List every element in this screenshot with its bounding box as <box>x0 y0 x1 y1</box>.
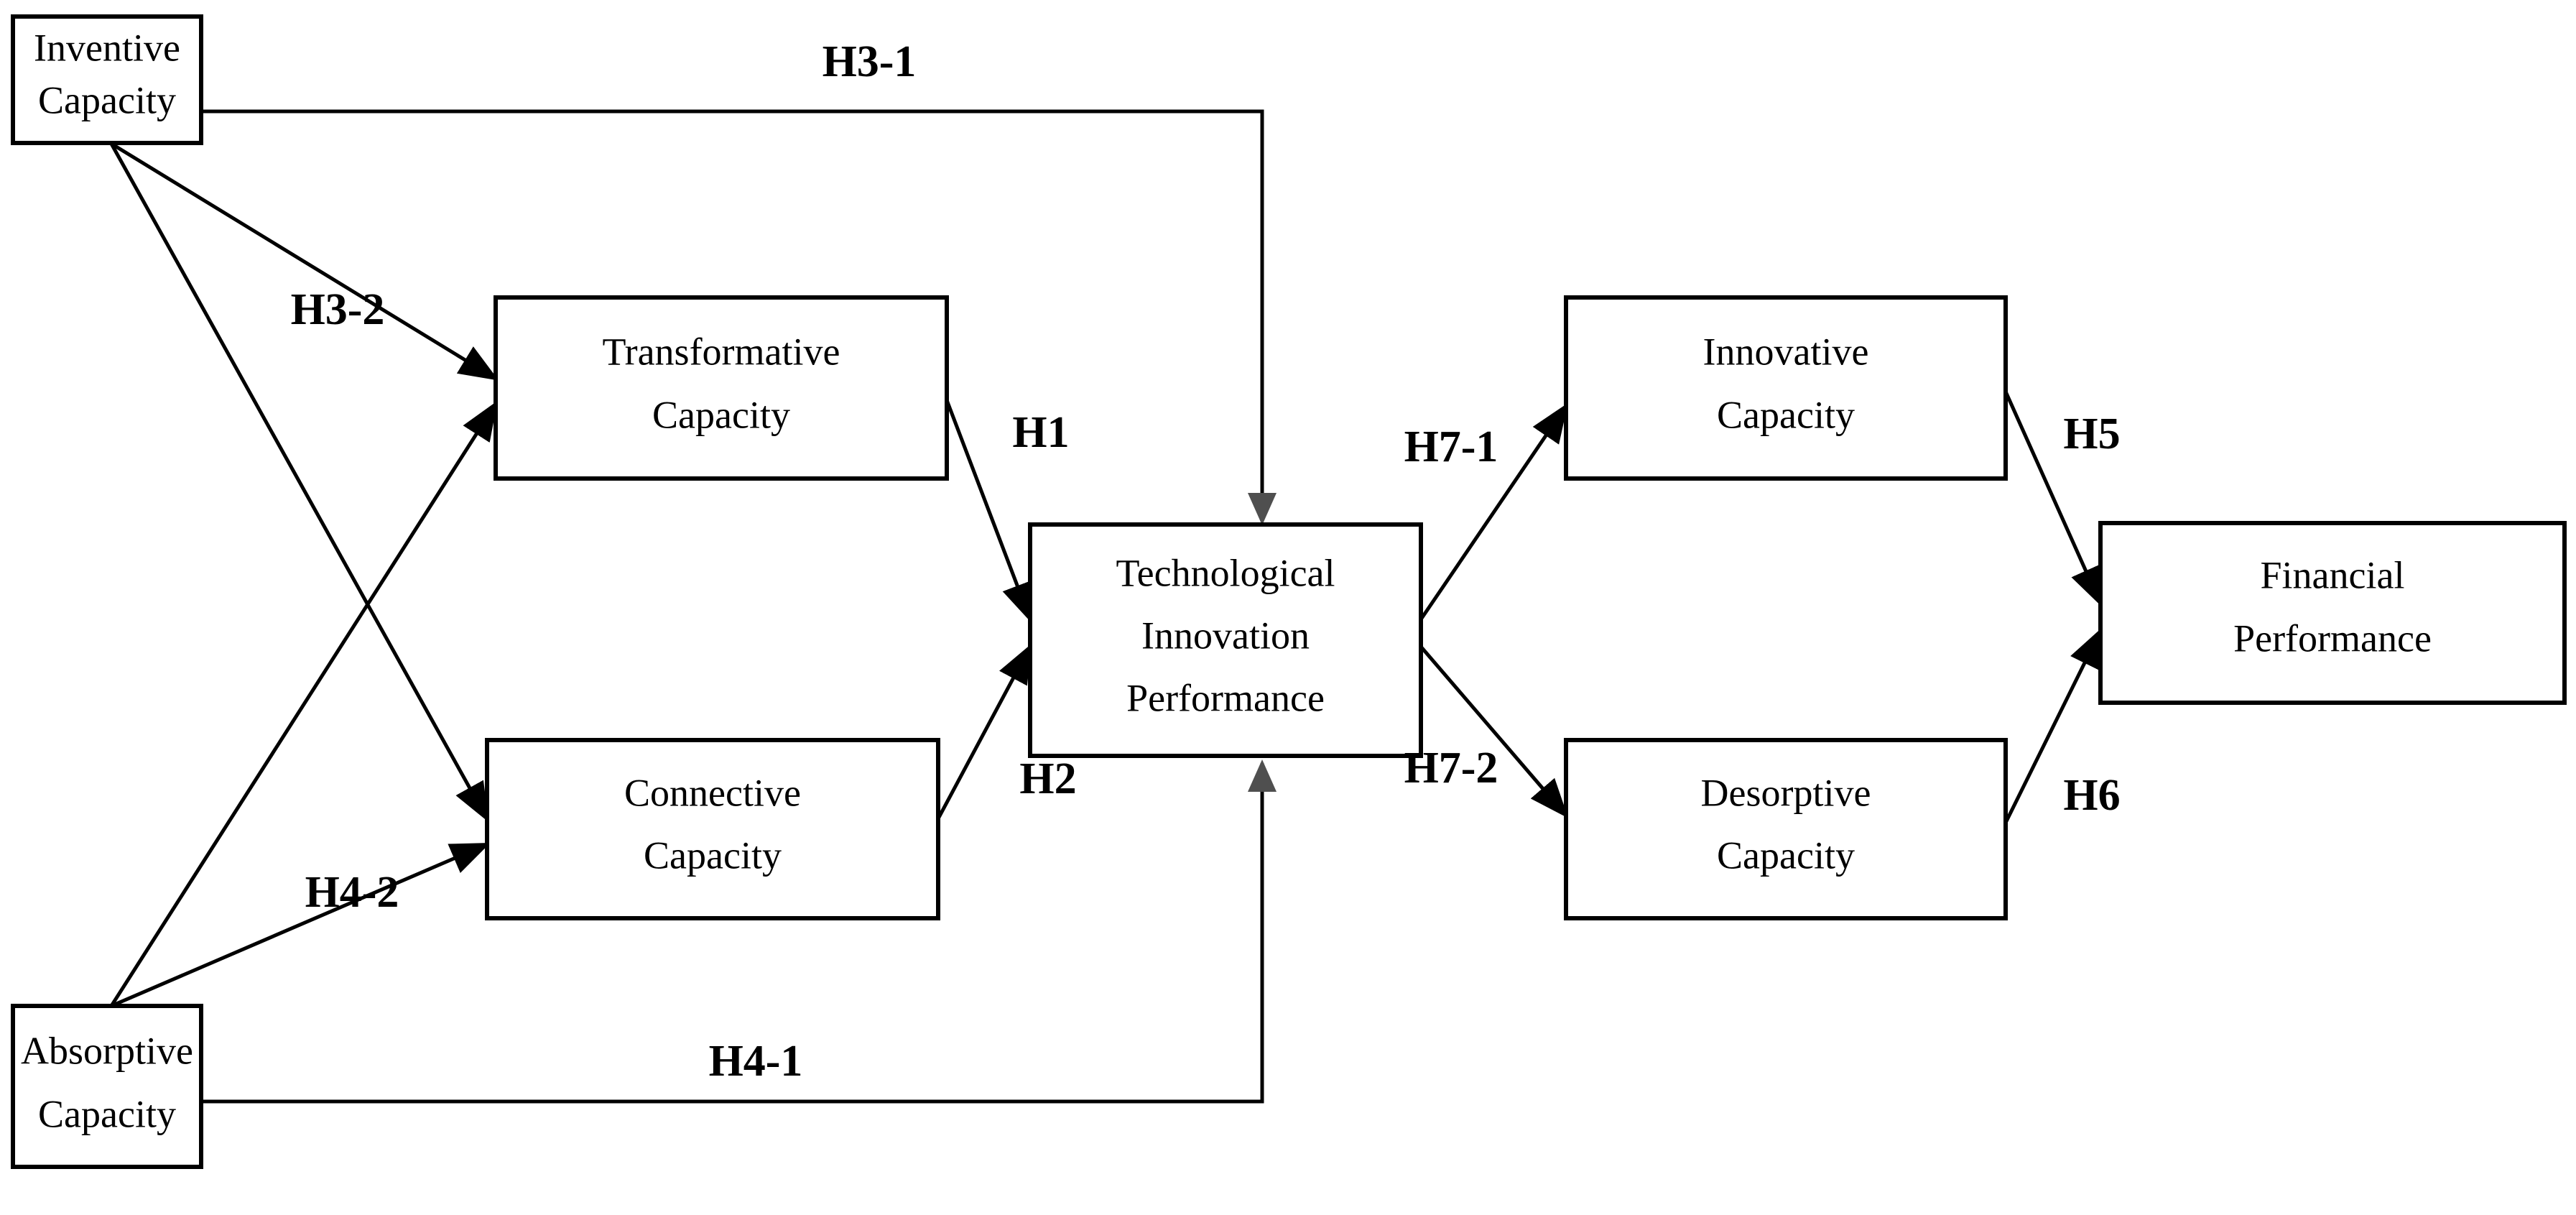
label-h3-2: H3-2 <box>291 285 385 334</box>
node-desorptive-capacity-line2: Capacity <box>1717 833 1855 877</box>
node-financial-performance[interactable]: Financial Performance <box>2098 521 2567 705</box>
label-h7-1: H7-1 <box>1404 422 1498 471</box>
edge-h3-2 <box>110 142 499 381</box>
node-transformative-capacity-line2: Capacity <box>652 393 790 436</box>
edge-h4-2 <box>111 842 491 1008</box>
edge-h7-2 <box>1419 645 1569 818</box>
node-transformative-capacity-line1: Transformative <box>603 330 840 373</box>
label-h5: H5 <box>2063 410 2120 458</box>
edge-h6 <box>2003 627 2103 824</box>
node-transformative-capacity[interactable]: Transformative Capacity <box>494 295 949 481</box>
label-h3-1: H3-1 <box>823 37 917 86</box>
label-h1: H1 <box>1012 408 1069 457</box>
edge-inventive-to-connective <box>109 142 489 823</box>
node-connective-capacity-line1: Connective <box>624 771 801 814</box>
node-tip-line1: Technological <box>1116 551 1335 594</box>
edge-h4-1 <box>201 759 1277 1104</box>
node-inventive-capacity[interactable]: Inventive Capacity <box>11 14 203 145</box>
node-tip-line2: Innovation <box>1141 614 1310 657</box>
node-desorptive-capacity-line1: Desorptive <box>1701 771 1871 814</box>
label-h4-2: H4-2 <box>305 868 399 917</box>
label-h4-1: H4-1 <box>709 1037 803 1086</box>
node-inventive-capacity-line2: Capacity <box>38 78 176 121</box>
node-financial-performance-line2: Performance <box>2233 616 2432 660</box>
node-financial-performance-line1: Financial <box>2261 553 2405 596</box>
node-innovative-capacity-line1: Innovative <box>1703 330 1869 373</box>
edge-absorptive-to-transformative <box>109 400 498 1007</box>
edge-h3-1 <box>201 109 1277 525</box>
edge-h2 <box>934 643 1032 824</box>
node-absorptive-capacity[interactable]: Absorptive Capacity <box>11 1004 203 1169</box>
label-h7-2: H7-2 <box>1404 744 1498 793</box>
label-h2: H2 <box>1019 754 1076 803</box>
node-absorptive-capacity-line2: Capacity <box>38 1092 176 1135</box>
edge-h7-1 <box>1419 402 1568 621</box>
node-absorptive-capacity-line1: Absorptive <box>21 1029 193 1072</box>
node-desorptive-capacity[interactable]: Desorptive Capacity <box>1564 738 2008 920</box>
node-connective-capacity[interactable]: Connective Capacity <box>485 738 940 920</box>
node-innovative-capacity-line2: Capacity <box>1717 393 1855 436</box>
node-inventive-capacity-line1: Inventive <box>34 26 180 69</box>
label-h6: H6 <box>2063 771 2120 820</box>
node-connective-capacity-line2: Capacity <box>644 833 782 877</box>
node-innovative-capacity[interactable]: Innovative Capacity <box>1564 295 2008 481</box>
node-tip-line3: Performance <box>1126 676 1325 719</box>
edge-h1 <box>945 399 1032 623</box>
node-technological-innovation-performance[interactable]: Technological Innovation Performance <box>1028 522 1423 758</box>
edge-h5 <box>2003 390 2103 607</box>
